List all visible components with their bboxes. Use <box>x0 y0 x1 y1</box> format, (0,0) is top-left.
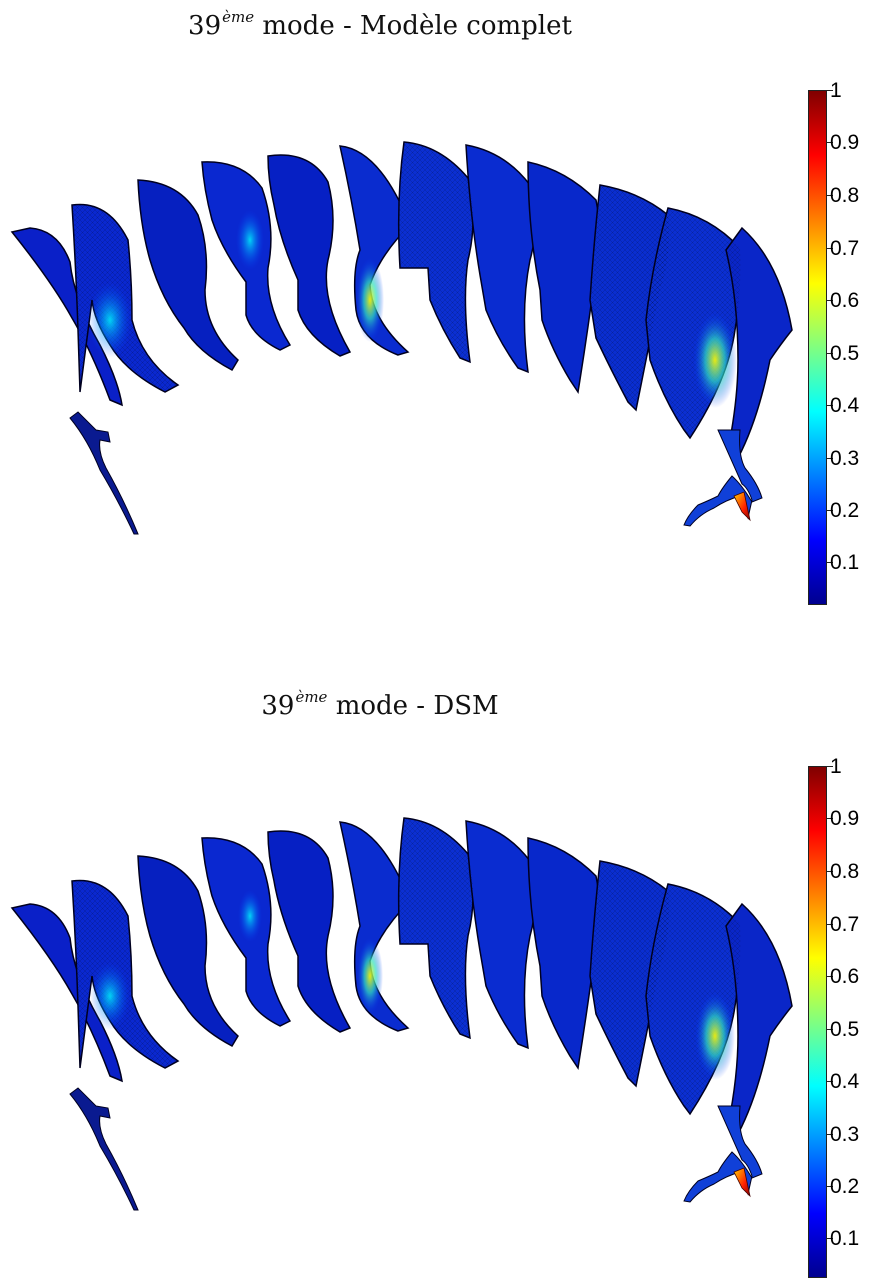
colorbar-tick-label: 0.4 <box>830 1070 860 1093</box>
disk-hook-tip <box>733 1167 751 1198</box>
plot-title: 39ème mode - Modèle complet <box>188 8 572 41</box>
colorbar-tick-label: 0.6 <box>830 965 860 988</box>
blade-9 <box>527 161 601 395</box>
panel-full-model: 39ème mode - Modèle complet <box>10 8 872 610</box>
disk-hook-tip <box>733 491 751 522</box>
blade-mode-shape-plot <box>10 817 793 1211</box>
root-fragment-left <box>69 411 139 535</box>
blade-12 <box>725 902 793 1136</box>
colorbar-tick-label: 0.1 <box>830 551 860 574</box>
colorbar-gradient <box>808 766 827 1278</box>
blade-5 <box>267 154 352 357</box>
colorbar-tick-label: 0.2 <box>830 1175 860 1198</box>
hot-spot <box>357 938 383 1014</box>
blade-9 <box>527 837 601 1071</box>
blade-12 <box>725 226 793 460</box>
colorbar-tick-label: 0.8 <box>830 860 860 883</box>
root-fragment-left <box>69 1087 139 1211</box>
panel-dsm: 39ème mode - DSM <box>0 676 872 1278</box>
hot-spot <box>90 962 130 1030</box>
colorbar-tick-label: 1 <box>830 79 842 102</box>
disk-fragment-right <box>683 1105 763 1203</box>
colorbar-tick-label: 0.9 <box>830 131 860 154</box>
blade-3 <box>137 179 239 371</box>
colorbar: 1 0.9 0.8 0.7 0.6 0.5 0.4 0.3 0.2 0.1 <box>808 80 872 610</box>
colorbar-tick-label: 0.6 <box>830 289 860 312</box>
hot-spot <box>356 258 384 342</box>
colorbar-tick-label: 0.7 <box>830 913 860 936</box>
colorbar-tick-label: 0.8 <box>830 184 860 207</box>
hot-spot <box>236 210 264 270</box>
hot-spot <box>238 890 262 942</box>
colorbar-tick-label: 1 <box>830 755 842 778</box>
blade-5 <box>267 830 352 1033</box>
colorbar-tick-label: 0.9 <box>830 807 860 830</box>
hot-spot <box>695 992 735 1080</box>
colorbar-tick-label: 0.4 <box>830 394 860 417</box>
colorbar-tick-label: 0.1 <box>830 1227 860 1250</box>
blade-1 <box>10 227 123 407</box>
blade-3 <box>137 855 239 1047</box>
colorbar-tick-label: 0.3 <box>830 1123 860 1146</box>
colorbar: 1 0.9 0.8 0.7 0.6 0.5 0.4 0.3 0.2 0.1 <box>808 756 872 1278</box>
blade-set <box>10 817 793 1211</box>
colorbar-tick-label: 0.5 <box>830 1018 860 1041</box>
colorbar-gradient <box>808 90 827 605</box>
colorbar-tick-label: 0.2 <box>830 499 860 522</box>
colorbar-tick-label: 0.3 <box>830 447 860 470</box>
blade-8 <box>465 820 536 1050</box>
hot-spot <box>693 312 737 408</box>
colorbar-tick-label: 0.7 <box>830 237 860 260</box>
blade-1 <box>10 903 123 1083</box>
colorbar-tick-label: 0.5 <box>830 342 860 365</box>
blade-mode-shape-plot <box>10 141 793 535</box>
plot-title: 39ème mode - DSM <box>261 688 499 721</box>
hot-spot <box>88 282 132 358</box>
blade-set <box>10 141 793 535</box>
